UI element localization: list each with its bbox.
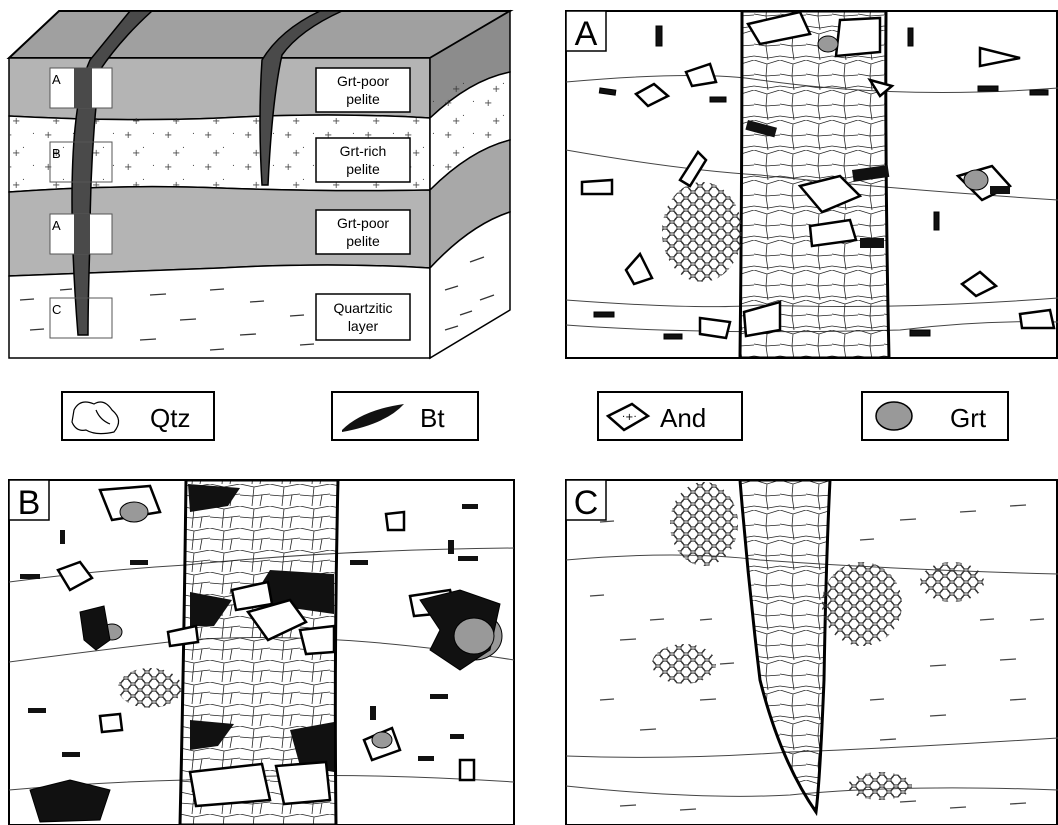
- panel-letter: C: [574, 484, 599, 522]
- qtz-aggregate: [822, 562, 902, 646]
- layer-label-line: Grt-poor: [337, 73, 389, 89]
- layer-label-line: Grt-rich: [340, 143, 387, 159]
- window-letter: B: [52, 146, 61, 161]
- layer-label: Quartzitic layer: [316, 294, 410, 340]
- panel-c: C: [566, 480, 1058, 825]
- legend-label: Qtz: [150, 403, 190, 433]
- qtz-aggregate: [670, 482, 738, 566]
- layer-label-line: Grt-poor: [337, 215, 389, 231]
- panel-letter: A: [575, 15, 598, 53]
- grt-symbol: [876, 402, 912, 430]
- layer-label: Grt-poor pelite: [316, 68, 410, 112]
- qtz-aggregate: [848, 772, 912, 800]
- qtz-aggregate: [652, 644, 716, 684]
- legend-item-qtz: Qtz: [62, 392, 214, 440]
- panel-b: B: [9, 480, 514, 825]
- layer-label: Grt-rich pelite: [316, 138, 410, 182]
- layer-label-line: pelite: [346, 161, 380, 177]
- block-top-face: [9, 11, 510, 58]
- svg-text:·+·: ·+·: [622, 412, 637, 423]
- legend-item-and: ·+· And: [598, 392, 742, 440]
- legend-label: Grt: [950, 403, 987, 433]
- legend-label: And: [660, 403, 706, 433]
- block-diagram: A B A C Grt-poor pelite Grt-rich pelite …: [9, 11, 510, 358]
- qtz-aggregate: [662, 182, 742, 282]
- layer-label-line: pelite: [346, 91, 380, 107]
- layer-label-line: Quartzitic: [333, 300, 392, 316]
- legend-item-grt: Grt: [862, 392, 1008, 440]
- window-letter: A: [52, 218, 61, 233]
- qtz-aggregate: [920, 562, 984, 602]
- layer-label-line: layer: [348, 318, 379, 334]
- window-letter: C: [52, 302, 61, 317]
- window-letter: A: [52, 72, 61, 87]
- qtz-aggregate: [118, 668, 182, 708]
- legend: Qtz Bt ·+· And Grt: [62, 392, 1008, 440]
- legend-label: Bt: [420, 403, 445, 433]
- layer-label: Grt-poor pelite: [316, 210, 410, 254]
- layer-label-line: pelite: [346, 233, 380, 249]
- panel-a: A: [566, 11, 1058, 358]
- panel-letter: B: [18, 484, 41, 522]
- legend-item-bt: Bt: [332, 392, 478, 440]
